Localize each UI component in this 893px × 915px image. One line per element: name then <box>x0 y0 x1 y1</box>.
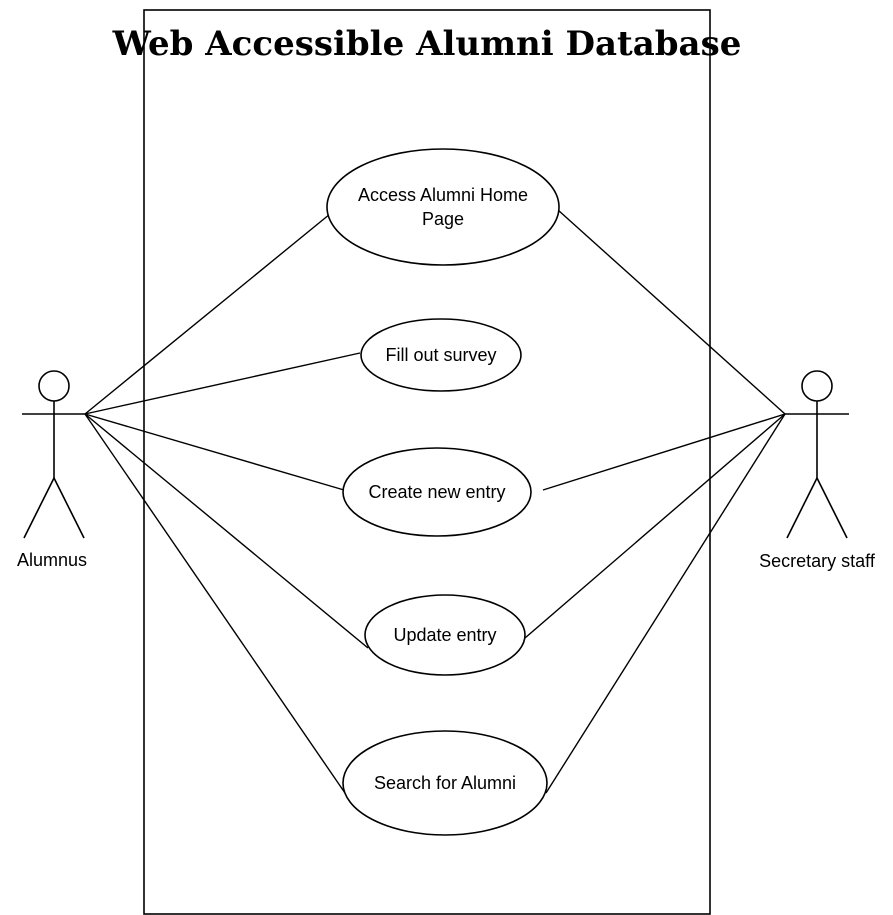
use-case-label: Fill out survey <box>385 345 496 365</box>
association-secretary-access_home <box>557 209 786 415</box>
actor-alumnus: Alumnus <box>17 370 87 570</box>
use-case-update-entry: Update entry <box>364 594 526 676</box>
use-case-label: Create new entry <box>368 482 505 502</box>
use-case-search-alumni: Search for Alumni <box>342 730 548 836</box>
association-secretary-update_entry <box>524 413 786 639</box>
actor-label: Secretary staff <box>759 551 876 571</box>
diagram-title: Web Accessible Alumni Database <box>112 24 742 64</box>
system-boundary <box>143 9 711 915</box>
use-case-label: Update entry <box>393 625 496 645</box>
associations <box>84 209 786 794</box>
association-alumnus-fill_survey <box>84 352 361 415</box>
association-secretary-search_alumni <box>545 413 786 794</box>
association-alumnus-search_alumni <box>84 413 346 794</box>
use-case-ellipse <box>364 594 526 676</box>
actor-label: Alumnus <box>17 550 87 570</box>
use-case-create-entry: Create new entry <box>342 447 532 537</box>
actors: Alumnus Secretary staff <box>17 370 876 571</box>
use-case-fill-survey: Fill out survey <box>360 318 522 392</box>
association-alumnus-update_entry <box>84 413 369 649</box>
actor-secretary: Secretary staff <box>759 370 876 571</box>
stick-figure-icon <box>785 370 849 539</box>
use-case-ellipse <box>326 148 560 266</box>
use-case-label: Search for Alumni <box>374 773 516 793</box>
association-secretary-create_entry <box>542 413 786 491</box>
association-alumnus-create_entry <box>84 413 345 491</box>
use-case-ellipse <box>342 447 532 537</box>
stick-figure-icon <box>22 370 86 539</box>
association-alumnus-access_home <box>84 213 331 415</box>
use-case-ellipse <box>342 730 548 836</box>
use-case-label: Page <box>422 209 464 229</box>
use-case-ellipse <box>360 318 522 392</box>
use-case-label: Access Alumni Home <box>358 185 528 205</box>
